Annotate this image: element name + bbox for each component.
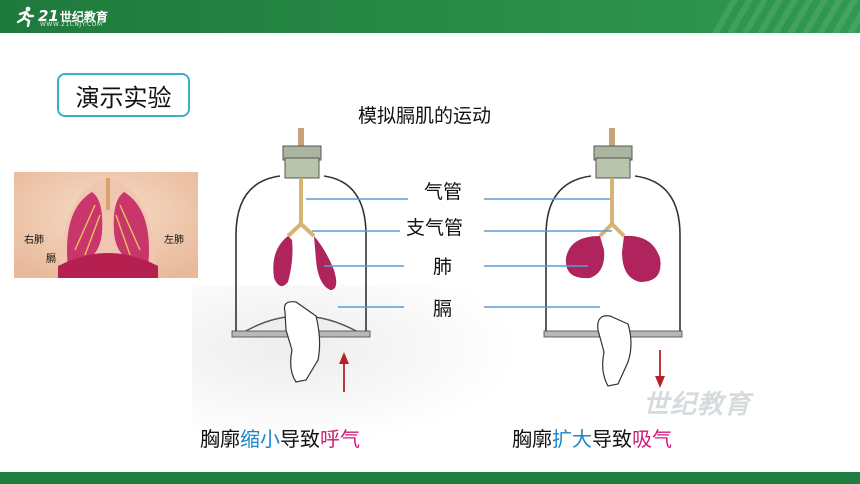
- caption-exhale-hl: 缩小: [240, 427, 280, 451]
- right-bell-jar: [543, 128, 683, 388]
- anatomy-label-right-lung: 右肺: [24, 235, 44, 246]
- anatomy-label-left-lung: 左肺: [164, 235, 184, 246]
- header-bar: 21 世纪教育 WWW.21CNJY.COM: [0, 0, 860, 33]
- brand-logo: 21 世纪教育 WWW.21CNJY.COM: [14, 3, 108, 29]
- brand-name: 世纪教育: [59, 9, 108, 24]
- caption-inhale: 胸廓扩大导致吸气: [512, 423, 672, 452]
- caption-exhale-result: 呼气: [320, 427, 360, 451]
- label-bronchus: 支气管: [406, 217, 464, 239]
- caption-exhale-mid: 导致: [280, 427, 320, 451]
- left-bell-jar: [231, 128, 371, 392]
- label-trachea: 气管: [424, 181, 463, 203]
- caption-exhale-prefix: 胸廓: [200, 427, 240, 451]
- watermark-text: 世纪教育: [643, 390, 752, 420]
- caption-exhale: 胸廓缩小导致呼气: [200, 423, 360, 452]
- caption-inhale-hl: 扩大: [552, 427, 592, 451]
- runner-logo-icon: [16, 6, 35, 27]
- caption-inhale-prefix: 胸廓: [512, 427, 552, 451]
- diagram-title: 模拟膈肌的运动: [358, 105, 492, 127]
- label-diaphragm: 膈: [433, 298, 453, 320]
- label-lung: 肺: [433, 256, 453, 278]
- background-watermark: [192, 285, 522, 445]
- section-title: 演示实验: [57, 73, 190, 117]
- caption-inhale-mid: 导致: [592, 427, 632, 451]
- anatomy-label-diaphragm: 膈: [46, 254, 56, 265]
- caption-inhale-result: 吸气: [632, 427, 672, 451]
- brand-number: 21: [38, 7, 59, 25]
- footer-bar: [0, 472, 860, 484]
- label-pointer-lines: [306, 198, 612, 308]
- brand-url: WWW.21CNJY.COM: [40, 21, 103, 28]
